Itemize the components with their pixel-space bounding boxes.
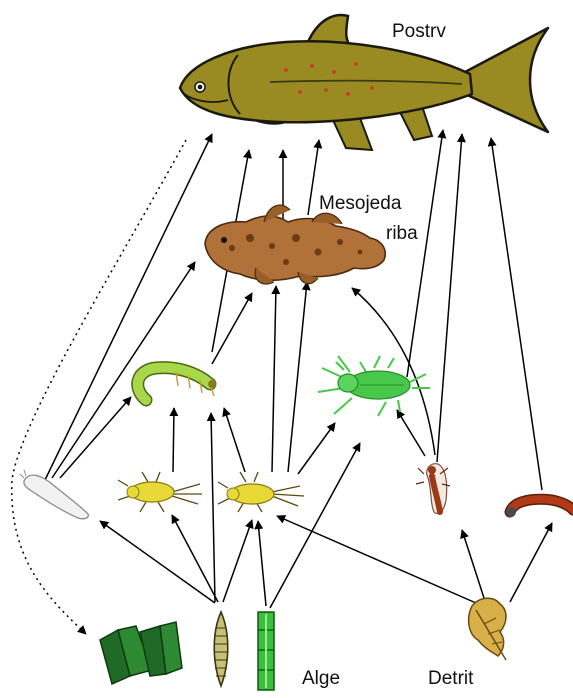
stonefly-nymph-icon — [318, 356, 430, 416]
arrow-detritus-to-mayfly-right — [277, 516, 476, 603]
chironomid-larva-icon — [138, 368, 216, 400]
arrow-green-algae-to-mayfly-right — [258, 521, 266, 606]
label-trout: Postrv — [392, 21, 446, 42]
arrow-mayfly-to-sculpin-2 — [288, 282, 307, 472]
arrow-detritus-to-caddis — [462, 530, 484, 598]
oligochaete-worm-icon — [506, 499, 573, 517]
arrow-mayfly-right-to-larva — [224, 408, 245, 472]
dead-leaf-icon — [469, 598, 506, 660]
arrow-sculpin-to-trout-2 — [308, 140, 319, 215]
mayfly-nymph-left-icon — [118, 472, 202, 512]
arrow-blackfly-to-trout — [45, 134, 212, 480]
blackfly-larva-icon — [20, 470, 88, 519]
arrow-diatom-to-blackfly — [100, 521, 215, 603]
green-algae-filament-icon — [258, 612, 274, 690]
arrow-worm-to-trout — [491, 138, 542, 490]
label-detritus: Detrit — [428, 668, 474, 689]
label-predatory-fish-line1: Mesojeda — [319, 193, 402, 214]
filamentous-algae-icon — [100, 622, 182, 684]
arrow-blackfly-to-larva — [60, 397, 131, 478]
arrow-stonefly-to-trout — [407, 130, 443, 377]
trout-icon — [180, 15, 548, 150]
arrow-larva-to-sculpin — [212, 293, 252, 364]
arrow-caddis-to-sculpin — [352, 288, 435, 455]
mayfly-nymph-right-icon — [218, 472, 304, 512]
diatom-icon — [214, 612, 228, 686]
arrow-mayfly-right-to-stonefly — [298, 423, 335, 474]
arrow-mayfly-to-sculpin-1 — [272, 286, 276, 472]
caddis-larva-icon — [416, 464, 450, 514]
arrow-mayfly-left-to-larva — [173, 408, 174, 472]
arrow-trout-to-algae-dotted — [12, 140, 186, 634]
arrow-diatom-to-mayfly-right — [223, 520, 252, 602]
arrow-diatom-to-larva — [211, 413, 215, 602]
label-predatory-fish-line2: riba — [386, 223, 418, 244]
predatory-fish-icon — [205, 205, 385, 284]
arrow-detritus-to-worm — [510, 523, 552, 602]
label-algae: Alge — [302, 668, 340, 689]
arrow-caddis-to-trout — [437, 134, 462, 462]
arrow-green-algae-to-stonefly — [270, 443, 360, 608]
arrow-caddis-to-stonefly — [397, 410, 425, 456]
